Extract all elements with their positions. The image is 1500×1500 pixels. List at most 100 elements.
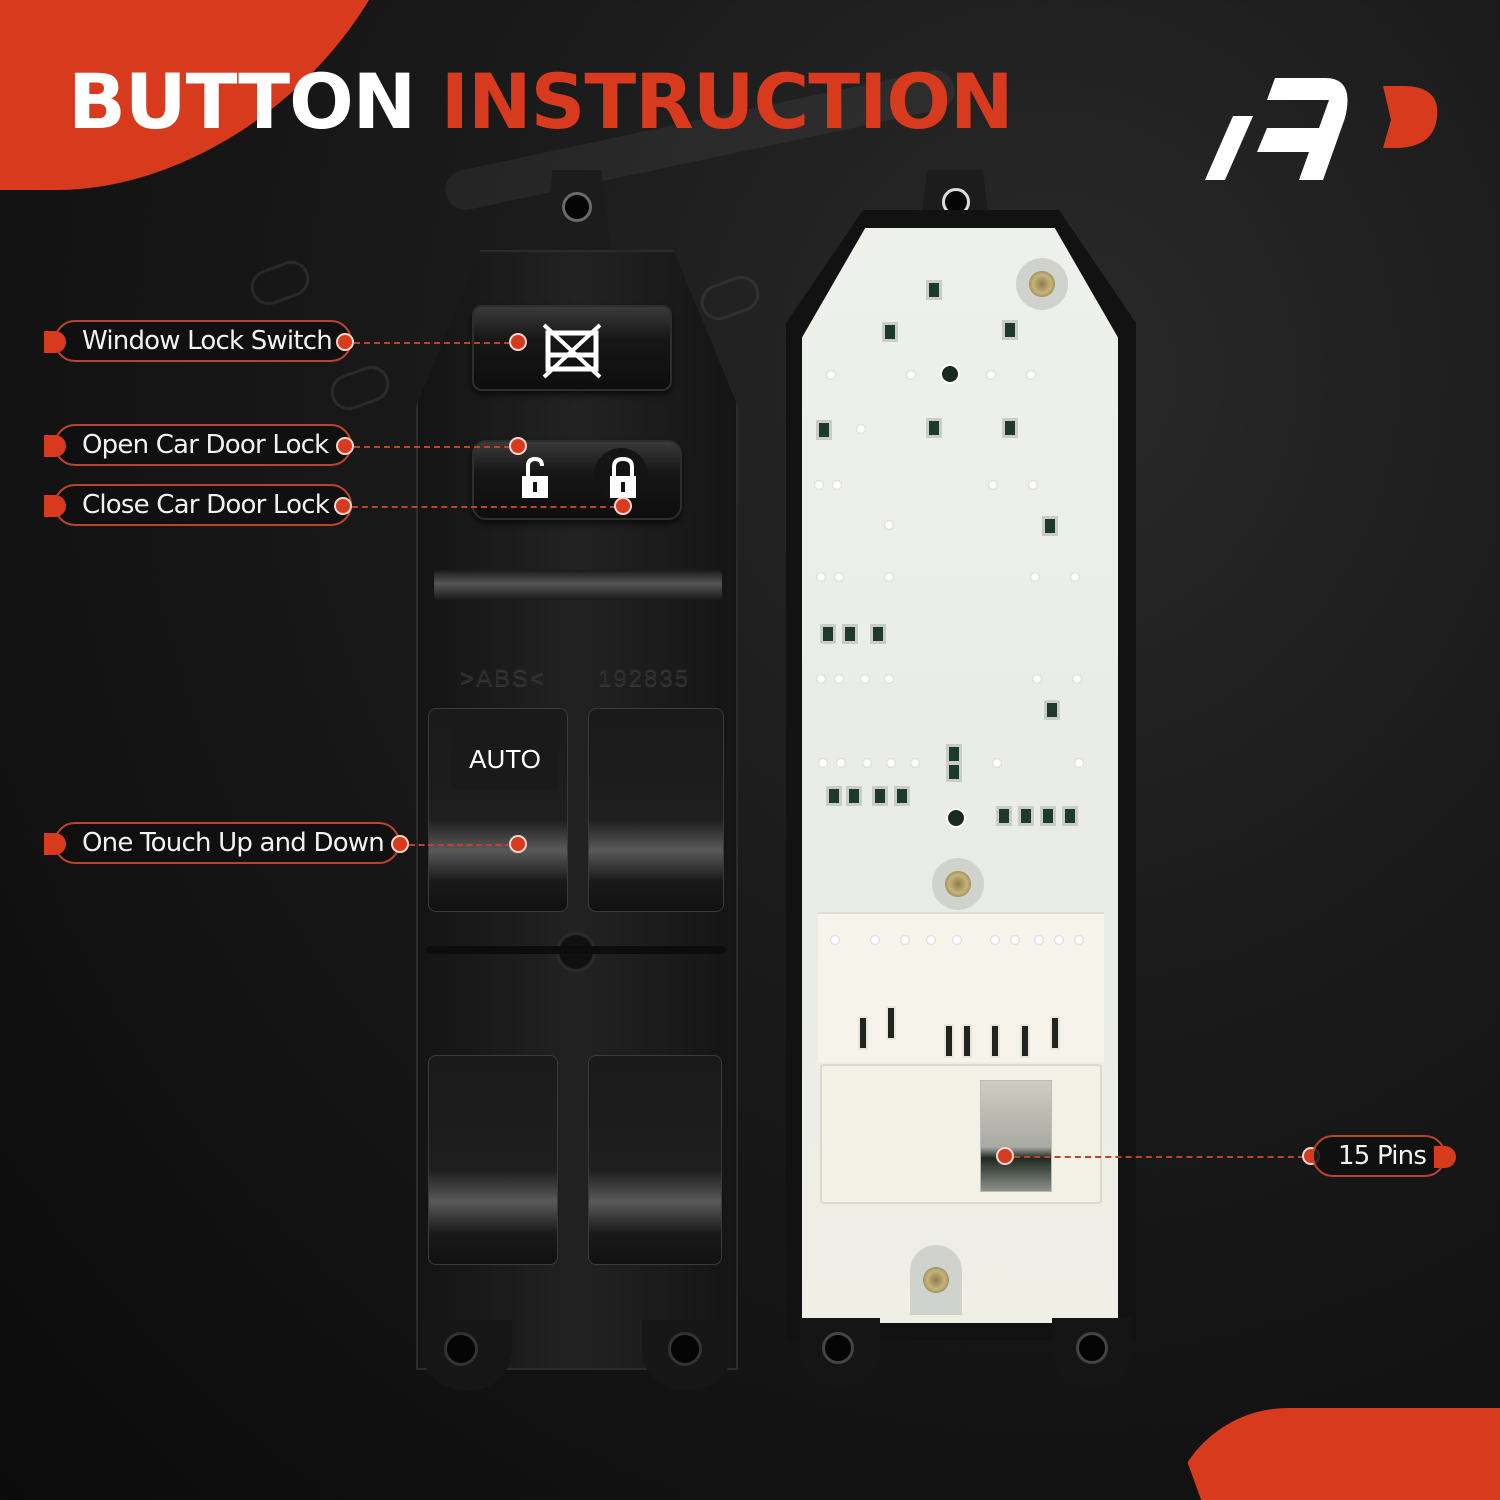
smd-component bbox=[946, 762, 962, 782]
pin-hole bbox=[816, 572, 826, 582]
housing-rib bbox=[426, 946, 726, 954]
pin-hole bbox=[832, 480, 842, 490]
callout-leader-line bbox=[354, 446, 510, 448]
pin-hole bbox=[1034, 935, 1044, 945]
smd-component bbox=[1040, 806, 1056, 826]
pin-hole bbox=[834, 674, 844, 684]
smd-component bbox=[826, 786, 842, 806]
door-lock-rocker-button[interactable] bbox=[472, 440, 682, 520]
smd-component bbox=[946, 744, 962, 764]
screw-icon bbox=[932, 858, 984, 910]
pin-hole bbox=[886, 758, 896, 768]
target-dot bbox=[614, 497, 632, 515]
pin-hole bbox=[910, 758, 920, 768]
target-dot bbox=[509, 437, 527, 455]
pin-hole bbox=[1032, 674, 1042, 684]
callout-leader-line bbox=[1014, 1156, 1304, 1158]
page-title: BUTTON INSTRUCTION bbox=[68, 64, 1014, 140]
smd-component bbox=[846, 786, 862, 806]
embossed-material-mark: >ABS< bbox=[460, 665, 547, 692]
pin-hole bbox=[830, 935, 840, 945]
pin-hole bbox=[818, 758, 828, 768]
pin-hole bbox=[988, 480, 998, 490]
callout-leader-line bbox=[354, 342, 510, 344]
driver-window-switch-auto[interactable]: AUTO bbox=[428, 708, 568, 912]
rear-left-window-switch[interactable] bbox=[428, 1055, 558, 1265]
pin-hole bbox=[814, 480, 824, 490]
connector-pin bbox=[1020, 1024, 1030, 1058]
smd-component bbox=[1018, 806, 1034, 826]
callout-dot bbox=[391, 835, 409, 853]
connector-pin bbox=[962, 1024, 972, 1058]
smd-component bbox=[1002, 320, 1018, 340]
unlock-icon bbox=[522, 456, 548, 498]
target-dot bbox=[509, 333, 527, 351]
pin-hole bbox=[906, 370, 916, 380]
connector-socket bbox=[980, 1080, 1052, 1192]
mounting-hole bbox=[668, 1332, 702, 1366]
pin-hole bbox=[884, 572, 894, 582]
switch-front-view: >ABS< 192835 AUTO bbox=[416, 170, 738, 1390]
title-part-red: INSTRUCTION bbox=[440, 57, 1014, 146]
pin-hole bbox=[900, 935, 910, 945]
connector-pin bbox=[886, 1006, 896, 1040]
accent-shape-bottom-right bbox=[1168, 1408, 1500, 1500]
callout-leader-line bbox=[409, 844, 511, 846]
callout-tab bbox=[1434, 1146, 1456, 1168]
target-dot bbox=[996, 1147, 1014, 1165]
pin-hole bbox=[1072, 674, 1082, 684]
board-via bbox=[946, 808, 966, 828]
callout-tab bbox=[44, 435, 66, 457]
callout-dot bbox=[336, 333, 354, 351]
callout-window-lock-switch: Window Lock Switch bbox=[44, 320, 352, 362]
smd-component bbox=[820, 624, 836, 644]
rear-right-window-switch[interactable] bbox=[588, 1055, 722, 1265]
pin-hole bbox=[884, 674, 894, 684]
pin-hole bbox=[826, 370, 836, 380]
smd-component bbox=[1062, 806, 1078, 826]
callout-label: Window Lock Switch bbox=[82, 326, 333, 356]
housing-rib bbox=[434, 570, 722, 600]
smd-component bbox=[996, 806, 1012, 826]
callout-leader-line bbox=[352, 506, 616, 508]
smd-component bbox=[842, 624, 858, 644]
callout-label: Close Car Door Lock bbox=[82, 490, 330, 520]
smd-component bbox=[1042, 516, 1058, 536]
switch-back-view bbox=[786, 170, 1138, 1390]
pin-hole bbox=[870, 935, 880, 945]
background-window-icon bbox=[325, 360, 395, 416]
pin-hole bbox=[884, 520, 894, 530]
callout-open-car-door-lock: Open Car Door Lock bbox=[44, 424, 352, 466]
mounting-hole bbox=[444, 1332, 478, 1366]
callout-15-pins: 15 Pins bbox=[1312, 1135, 1456, 1177]
pin-hole bbox=[816, 674, 826, 684]
passenger-window-switch[interactable] bbox=[588, 708, 724, 912]
window-lock-icon bbox=[542, 323, 602, 379]
smd-component bbox=[816, 420, 832, 440]
pin-hole bbox=[1074, 758, 1084, 768]
callout-tab bbox=[44, 495, 66, 517]
window-lock-switch-button[interactable] bbox=[472, 305, 672, 391]
connector-pin bbox=[944, 1024, 954, 1058]
pin-hole bbox=[1030, 572, 1040, 582]
pin-hole bbox=[986, 370, 996, 380]
pin-hole bbox=[1026, 370, 1036, 380]
smd-component bbox=[894, 786, 910, 806]
pin-hole bbox=[926, 935, 936, 945]
callout-dot bbox=[334, 497, 352, 515]
smd-component bbox=[926, 418, 942, 438]
pin-hole bbox=[1070, 572, 1080, 582]
pin-hole bbox=[862, 758, 872, 768]
mounting-hole bbox=[1076, 1332, 1108, 1364]
callout-one-touch-up-and-down: One Touch Up and Down bbox=[44, 822, 400, 864]
board-via bbox=[940, 364, 960, 384]
smd-component bbox=[870, 624, 886, 644]
pin-hole bbox=[1028, 480, 1038, 490]
pin-hole bbox=[1010, 935, 1020, 945]
callout-dot bbox=[336, 437, 354, 455]
pin-hole bbox=[836, 758, 846, 768]
pin-hole bbox=[990, 935, 1000, 945]
connector-pin bbox=[1050, 1016, 1060, 1050]
smd-component bbox=[872, 786, 888, 806]
screw-icon bbox=[1016, 258, 1068, 310]
